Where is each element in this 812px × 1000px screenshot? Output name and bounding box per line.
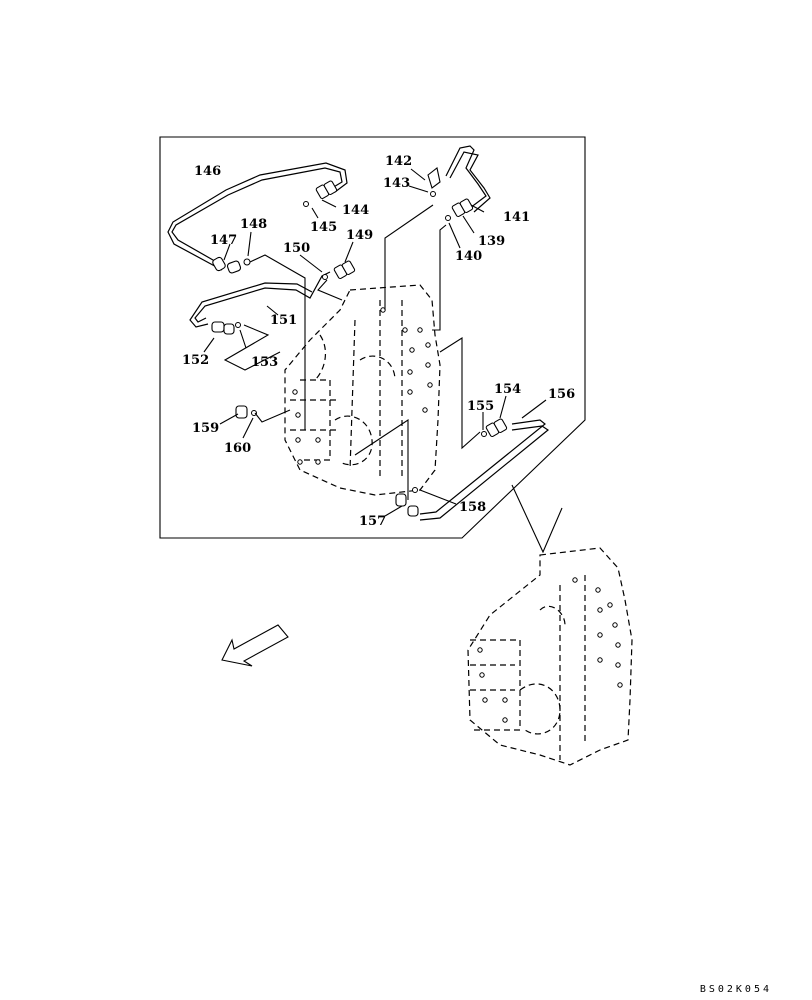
label-151: 151 bbox=[270, 313, 297, 328]
pipe-151 bbox=[194, 271, 331, 323]
label-155: 155 bbox=[467, 399, 494, 414]
label-147: 147 bbox=[210, 233, 237, 248]
view-leader-lines bbox=[511, 484, 563, 554]
label-148: 148 bbox=[240, 217, 267, 232]
label-145: 145 bbox=[310, 220, 337, 235]
label-158: 158 bbox=[459, 500, 486, 515]
label-146: 146 bbox=[194, 164, 221, 179]
detail-frame bbox=[159, 136, 586, 539]
control-valve-overview bbox=[467, 547, 633, 766]
assembly-lines bbox=[223, 204, 481, 500]
label-leaders bbox=[203, 168, 547, 517]
label-142: 142 bbox=[385, 154, 412, 169]
drawing-code: BS02K054 bbox=[699, 984, 772, 995]
label-141: 141 bbox=[503, 210, 530, 225]
label-157: 157 bbox=[359, 514, 386, 529]
label-150: 150 bbox=[283, 241, 310, 256]
label-160: 160 bbox=[224, 441, 251, 456]
label-159: 159 bbox=[192, 421, 219, 436]
pipe-156 bbox=[419, 419, 546, 515]
label-156: 156 bbox=[548, 387, 575, 402]
label-139: 139 bbox=[478, 234, 505, 249]
label-152: 152 bbox=[182, 353, 209, 368]
label-154: 154 bbox=[494, 382, 521, 397]
label-144: 144 bbox=[342, 203, 369, 218]
label-153: 153 bbox=[251, 355, 278, 370]
control-valve-detail bbox=[284, 284, 441, 496]
label-149: 149 bbox=[346, 228, 373, 243]
direction-arrow-icon bbox=[221, 624, 289, 667]
part-numbers: 142 143 146 144 145 148 147 149 150 151 … bbox=[182, 154, 575, 529]
label-140: 140 bbox=[455, 249, 482, 264]
pipe-141 bbox=[445, 145, 487, 209]
fittings bbox=[211, 167, 508, 517]
pipe-146 bbox=[171, 167, 343, 265]
label-143: 143 bbox=[383, 176, 410, 191]
